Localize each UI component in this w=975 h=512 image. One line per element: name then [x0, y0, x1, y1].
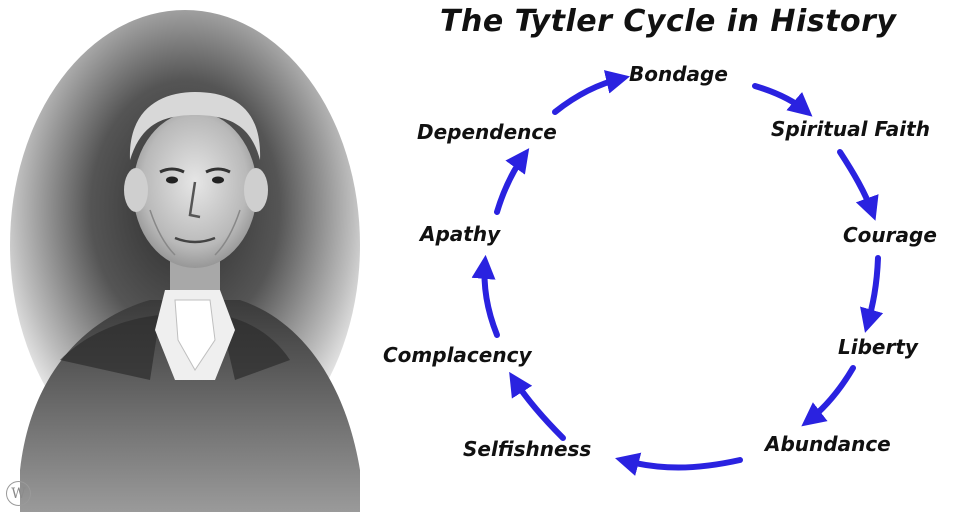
stage-spiritual-faith: Spiritual Faith	[771, 117, 930, 141]
watermark-badge: W	[6, 481, 31, 506]
arrow-liberty-to-abundance	[801, 365, 856, 427]
diagram-title: The Tytler Cycle in History	[440, 4, 897, 39]
stage-bondage: Bondage	[629, 62, 728, 86]
arrow-complacency-to-apathy	[471, 254, 500, 338]
stage-dependence: Dependence	[417, 120, 557, 144]
cycle-diagram	[375, 0, 975, 512]
stage-complacency: Complacency	[383, 343, 532, 367]
arrow-spiritual-faith-to-courage	[837, 149, 879, 221]
arrow-abundance-to-selfishness	[615, 452, 743, 476]
arrow-bondage-to-spiritual-faith	[752, 83, 813, 117]
arrow-dependence-to-bondage	[552, 70, 631, 115]
stage-liberty: Liberty	[838, 335, 918, 359]
stage-courage: Courage	[843, 223, 937, 247]
stage-abundance: Abundance	[765, 432, 891, 456]
arrow-courage-to-liberty	[860, 255, 884, 333]
arrow-selfishness-to-complacency	[509, 371, 566, 441]
portrait-engraving	[0, 0, 375, 512]
arrow-apathy-to-dependence	[494, 148, 530, 215]
stage-selfishness: Selfishness	[463, 437, 592, 461]
stage-apathy: Apathy	[420, 222, 501, 246]
